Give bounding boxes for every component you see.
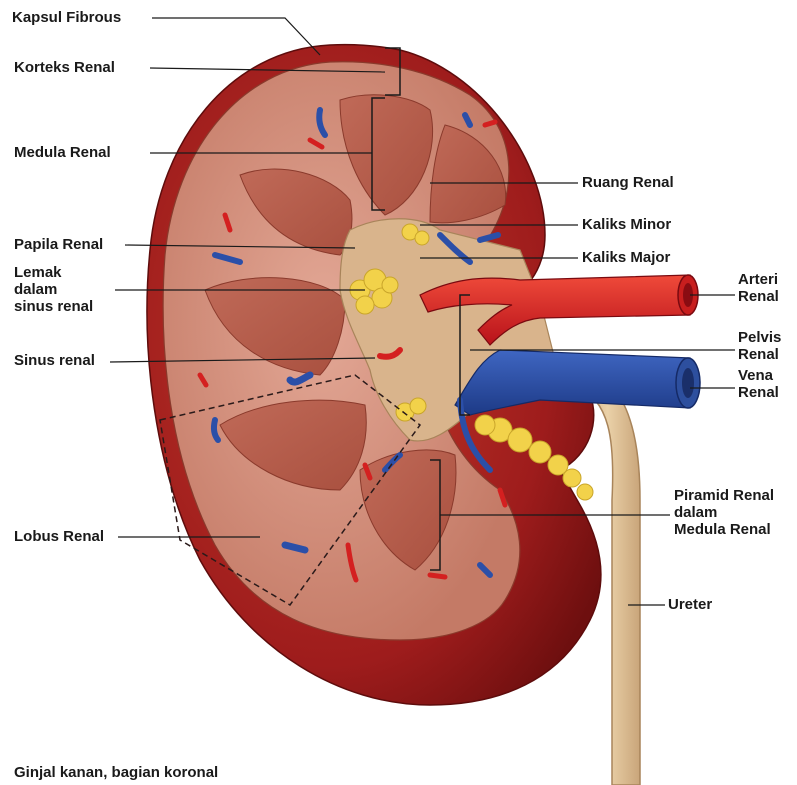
figure-caption: Ginjal kanan, bagian koronal <box>14 764 218 781</box>
label-arteri-line2: Renal <box>738 289 779 305</box>
label-papila-renal: Papila Renal <box>14 237 103 253</box>
label-kaliks-minor: Kaliks Minor <box>582 217 671 233</box>
label-lemak-line1: Lemak <box>14 265 62 281</box>
label-sinus-renal: Sinus renal <box>14 353 95 369</box>
label-vena-line2: Renal <box>738 385 779 401</box>
label-ureter: Ureter <box>668 597 712 613</box>
label-lemak-line2: dalam <box>14 282 57 298</box>
label-kapsul-fibrous: Kapsul Fibrous <box>12 10 121 26</box>
label-vena-line1: Vena <box>738 368 773 384</box>
label-lemak-line3: sinus renal <box>14 299 93 315</box>
label-pelvis-line1: Pelvis <box>738 330 781 346</box>
label-korteks-renal: Korteks Renal <box>14 60 115 76</box>
label-kaliks-major: Kaliks Major <box>582 250 670 266</box>
label-arteri-line1: Arteri <box>738 272 778 288</box>
label-piramid-line2: dalam <box>674 505 717 521</box>
label-medula-renal: Medula Renal <box>14 145 111 161</box>
label-lobus-renal: Lobus Renal <box>14 529 104 545</box>
label-piramid-line1: Piramid Renal <box>674 488 774 504</box>
label-ruang-renal: Ruang Renal <box>582 175 674 191</box>
label-piramid-line3: Medula Renal <box>674 522 771 538</box>
label-pelvis-line2: Renal <box>738 347 779 363</box>
